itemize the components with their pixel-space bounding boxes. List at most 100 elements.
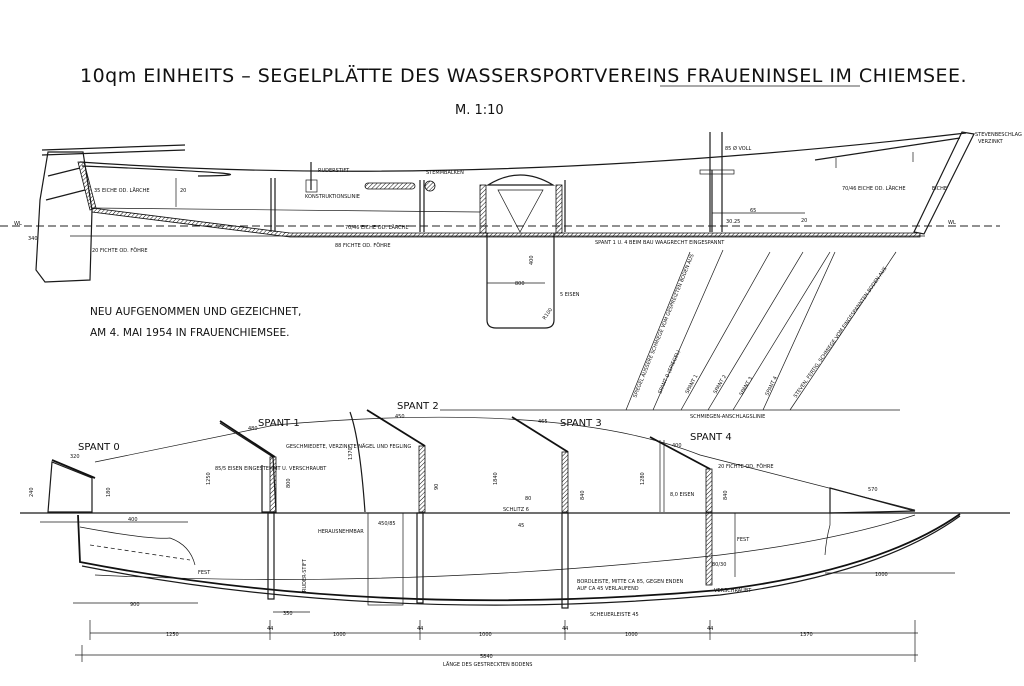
iron-label: 85/5 EISEN EINGESTEMMT U. VERSCHRAUBT [215,466,327,472]
side-profile: WL WL 340 20 FICHTE OD. FÖHRE 35 EICHE O… [0,131,1022,329]
stem-fitting-label-2: VERZINKT [978,139,1004,145]
frame-thk: 44 [267,626,273,632]
tiller-lower [41,149,186,156]
spacing-1000-a: 1000 [333,632,346,638]
spant-1-height: 1250 [206,472,212,485]
frame-thk: 44 [707,626,713,632]
dim-80: 80 [525,496,531,502]
gunwale-label: BORDLEISTE, MITTE CA 85, GEGEN ENDEN [577,579,683,585]
spant-4-wood-label: 20 FICHTE OD. FÖHRE [718,463,774,470]
tiller [41,144,186,151]
bevel-line [680,251,771,411]
spant-4-width: 400 [672,443,682,449]
hand-hole [364,182,416,190]
spant-0-depth: 180 [106,487,112,497]
dim-20: 20 [180,188,186,194]
gunwale-line [94,514,916,580]
spacing-1370: 1370 [800,632,813,638]
spant-2-label: SPANT 2 [397,401,439,412]
spant-2-width: 450 [395,414,405,420]
bevel-label-stem: STEVEN, FERTIG, SCHMIEGE VOM EINGESPANNT… [793,266,889,399]
bevel-label-spant-0: SPANT 0 (SPIEGEL) [657,349,682,394]
spant-0-section [47,461,93,513]
bevel-label-spant-4: SPANT 4 [764,375,779,396]
spant-0-deck [51,459,96,479]
dim-900: 900 [130,602,140,608]
frame-thk: 44 [562,626,568,632]
slot-label: SCHLITZ 6 [503,507,529,513]
bow-deck [829,487,916,514]
spant-2-deck [366,409,426,447]
nails-label: GESCHMIEDETE, VERZINKTE NÄGEL UND FEGLIN… [286,443,411,450]
spant-1-deck [219,420,276,458]
note-line-2: AM 4. MAI 1954 IN FRAUENCHIEMSEE. [90,327,290,339]
centerboard-width: 800 [515,281,525,287]
hidden-line [89,544,191,561]
thwart-label: STEMMBALKEN [426,170,464,176]
keelson-label: 70/46 EICHE OD. LÄRCHE [345,224,409,231]
dim-30-25: 30.25 [726,219,740,225]
spant-3-height: 1840 [493,472,499,485]
total-length-label: LÄNGE DES GESTRECKTEN BODENS [443,661,532,668]
rubbing-strip [81,515,961,606]
spant-2-height: 1370 [348,447,354,460]
bevel-line [625,251,691,411]
rudder-fitting [45,189,86,201]
spant-4-label: SPANT 4 [690,432,732,443]
stem-fitting-label: STEVENBESCHLAG [975,132,1022,138]
centerboard [486,233,555,329]
spant-3-label: SPANT 3 [560,418,602,429]
gunwale-label-2: AUF CA 45 VERLAUFEND [577,586,639,592]
spant-2-post [418,445,426,513]
note-line-1: NEU AUFGENOMMEN UND GEZEICHNET, [90,306,301,318]
dim-400: 400 [128,517,138,523]
spacing-1250: 1250 [166,632,179,638]
rudder-pin-block [305,179,318,193]
bevel-line [707,251,804,411]
fixed-label-fore: FEST [737,537,750,543]
dim-45: 45 [518,523,524,529]
fore-deck [814,137,961,161]
frames-note: SPANT 1 U. 4 BEIM BAU WAAGRECHT EINGESPA… [595,240,725,246]
transom [77,161,97,211]
stem-plan [824,513,831,556]
fixed-label-aft: FEST [198,570,211,576]
bevel-line [732,251,831,411]
bevel-line [652,249,724,411]
spant-4-depth: 840 [723,490,729,500]
hull-outline [77,513,961,602]
rudder [35,151,93,283]
centerboard-height: 400 [529,255,535,265]
trunk-brace [497,189,544,233]
spant-0-label: SPANT 0 [78,442,120,453]
construction-line-label: KONSTRUKTIONSLINIE [305,194,360,200]
dim-80-30: 80/30 [712,562,726,568]
spant-1-frame [267,512,275,600]
spant-0-width: 320 [70,454,80,460]
bevel-line [789,251,897,411]
iron-8-label: 8,0 EISEN [670,492,695,498]
dim-1000-bow: 1000 [875,572,888,578]
centerboard-radius: R100 [542,307,554,321]
spant-3-depth: 840 [580,490,586,500]
spant-0-height: 240 [29,487,35,497]
spant-2-depth: 90 [434,484,440,490]
dim-350: 350 [283,611,293,617]
spant-3-width: 465 [538,419,548,425]
rudder-pin-plan-label: RUDER-STIFT [302,558,308,592]
drawing-title: 10qm EINHEITS – SEGELPLÄTTE DES WASSERSP… [80,64,967,87]
bow-deck-width: 570 [868,487,878,493]
bevel-diagram: SCHMIEGEN-ANSCHLAGSLINIE SPIEGEL ÄUSSERE… [440,249,900,420]
plan-view: SPANT 0 320 240 180 400 900 FEST SPANT 1… [20,401,1010,668]
spant-2-frame [416,512,424,604]
bottom-planks-label: 88 FICHTE OD. FÖHRE [335,242,391,249]
bevel-label-spant-3: SPANT 3 [739,376,755,397]
spant-1-post [269,456,277,513]
bevel-line [762,251,836,411]
bevel-baseline-label: SCHMIEGEN-ANSCHLAGSLINIE [690,414,765,420]
trunk-fore [555,184,563,234]
dim-340: 340 [28,236,38,242]
spant-1-depth: 800 [286,478,292,488]
sheer-plan-line [94,416,916,511]
